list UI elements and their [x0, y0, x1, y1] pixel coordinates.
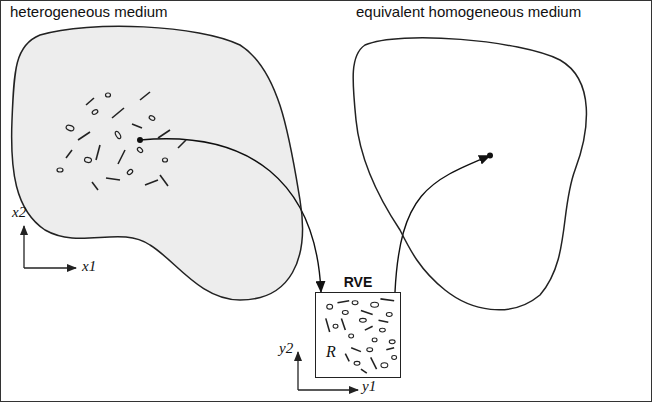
inclusion — [371, 302, 379, 307]
inclusion — [136, 146, 143, 153]
rve-inclusions — [316, 293, 400, 377]
inclusion — [106, 93, 111, 97]
mapping-arrow — [395, 156, 490, 292]
axis-label: x1 — [82, 258, 96, 275]
crack — [379, 320, 389, 322]
inclusion — [163, 158, 168, 162]
crack — [132, 124, 142, 128]
crack — [365, 326, 373, 330]
inclusion — [342, 311, 348, 315]
inclusion — [114, 131, 121, 140]
material-point — [487, 153, 493, 159]
region-title: heterogeneous medium — [8, 2, 170, 21]
inclusion — [327, 304, 333, 309]
inclusion — [354, 361, 360, 365]
crack — [66, 150, 72, 158]
region-letter: R — [326, 343, 336, 361]
crack — [106, 178, 120, 180]
axis-label: x2 — [12, 204, 26, 221]
inclusion — [65, 124, 74, 131]
inclusion — [392, 356, 397, 360]
inclusion — [372, 338, 377, 342]
axis-label: y2 — [279, 340, 293, 357]
inclusion — [359, 318, 366, 322]
crack — [345, 354, 349, 362]
crack — [380, 299, 394, 301]
crack — [112, 108, 124, 118]
crack — [140, 92, 150, 100]
region-title: equivalent homogeneous medium — [354, 2, 583, 21]
inclusion — [126, 169, 133, 176]
crack — [386, 348, 394, 350]
crack — [96, 145, 100, 160]
crack — [351, 348, 361, 352]
crack — [178, 140, 186, 148]
crack — [92, 182, 98, 190]
inclusion — [148, 115, 155, 121]
rve-square: R — [315, 292, 401, 378]
inclusion — [381, 363, 388, 368]
inclusion — [91, 109, 98, 115]
crack — [118, 150, 125, 164]
crack — [158, 130, 170, 138]
inclusion — [386, 313, 392, 317]
rve-heading: RVE — [313, 274, 403, 290]
crack — [341, 318, 345, 330]
crack — [145, 180, 158, 185]
region-border — [12, 26, 303, 300]
crack — [337, 301, 349, 303]
inclusion — [352, 301, 358, 305]
rve-node: RVE R — [313, 274, 403, 378]
inclusion — [57, 168, 63, 172]
inclusion — [379, 328, 385, 332]
inclusion — [389, 340, 395, 344]
inclusion — [333, 324, 338, 328]
crack — [326, 318, 330, 332]
medium-region: heterogeneous medium — [8, 2, 308, 302]
crack — [160, 175, 168, 186]
region-outline — [350, 2, 600, 322]
crack — [78, 132, 90, 140]
region-border — [353, 38, 586, 310]
inclusion — [349, 334, 354, 338]
crack — [371, 357, 377, 369]
inclusion — [367, 348, 373, 352]
axis-label: y1 — [362, 378, 376, 395]
medium-region: equivalent homogeneous medium — [350, 2, 600, 322]
crack — [86, 98, 94, 105]
crack — [361, 369, 367, 373]
inclusion — [84, 157, 92, 163]
region-outline — [8, 2, 308, 302]
crack — [361, 311, 373, 315]
